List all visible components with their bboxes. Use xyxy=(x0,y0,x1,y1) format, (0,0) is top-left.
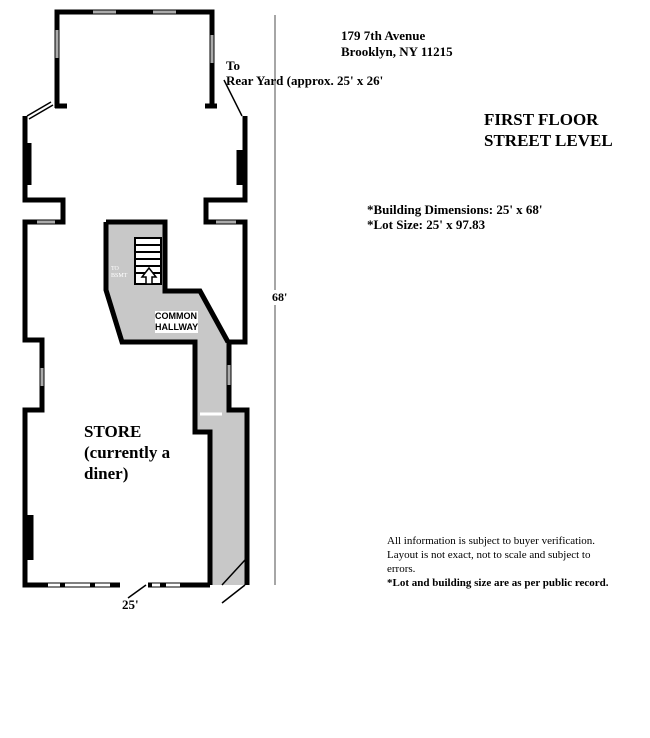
disclaimer-line: All information is subject to buyer veri… xyxy=(387,535,596,547)
building-dimensions: *Building Dimensions: 25' x 68' xyxy=(367,202,543,217)
disclaimer-line: errors. xyxy=(387,563,416,575)
basement-label-line: BSMT xyxy=(111,273,128,279)
windows xyxy=(37,10,236,587)
wall-thick-sections xyxy=(22,143,246,560)
hallway-label-line: HALLWAY xyxy=(155,322,199,332)
store-label-line: diner) xyxy=(84,464,129,483)
basement-label-line: TO xyxy=(111,266,119,272)
store-label-line: (currently a xyxy=(84,443,171,462)
depth-label: 68' xyxy=(272,290,288,305)
basement-label: TO BSMT xyxy=(111,266,127,280)
disclaimer: All information is subject to buyer veri… xyxy=(387,534,609,590)
stair-up-arrow-icon xyxy=(140,266,158,285)
store-label: STORE (currently a diner) xyxy=(84,421,170,484)
width-label: 25' xyxy=(122,597,139,612)
rear-yard-line2: Rear Yard (approx. 25' x 26' xyxy=(226,73,384,88)
stairs xyxy=(134,237,162,285)
doors xyxy=(26,79,246,604)
page-title: FIRST FLOOR STREET LEVEL xyxy=(484,109,613,151)
address-line1: 179 7th Avenue xyxy=(341,28,426,43)
disclaimer-line: Layout is not exact, not to scale and su… xyxy=(387,549,591,561)
dimensions: *Building Dimensions: 25' x 68' *Lot Siz… xyxy=(367,202,543,232)
disclaimer-public-record: *Lot and building size are as per public… xyxy=(387,577,609,589)
store-label-line: STORE xyxy=(84,422,142,441)
hallway-label-line: COMMON xyxy=(155,311,197,321)
title-line2: STREET LEVEL xyxy=(484,131,613,150)
title-line1: FIRST FLOOR xyxy=(484,110,599,129)
address-line2: Brooklyn, NY 11215 xyxy=(341,44,453,59)
lot-size: *Lot Size: 25' x 97.83 xyxy=(367,217,486,232)
rear-yard-line1: To xyxy=(226,58,240,73)
address: 179 7th Avenue Brooklyn, NY 11215 xyxy=(341,28,453,60)
hallway-label: COMMON HALLWAY xyxy=(155,311,199,333)
rear-yard-label: To Rear Yard (approx. 25' x 26' xyxy=(226,58,383,88)
